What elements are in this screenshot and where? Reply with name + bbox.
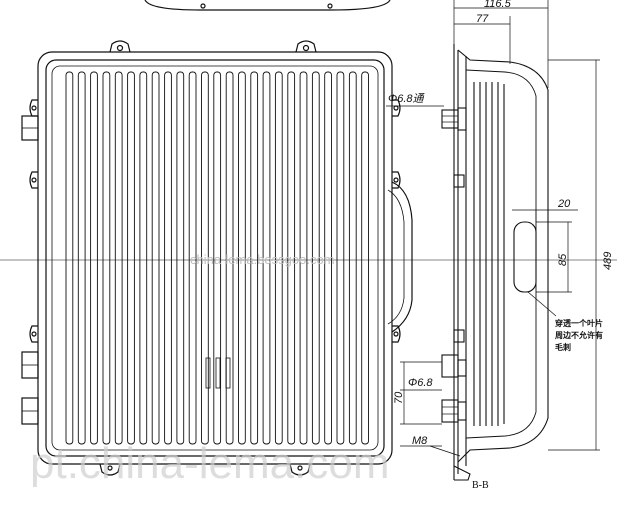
vent-slots <box>205 357 231 389</box>
dimension-lines <box>386 0 600 457</box>
dim-m8: M8 <box>412 435 428 447</box>
fin <box>114 71 123 445</box>
mounting-ear-left-mid <box>29 171 38 189</box>
fin <box>287 71 296 445</box>
handle-inner <box>387 189 405 325</box>
fin <box>164 71 172 445</box>
fin <box>324 71 332 445</box>
note-line-3: 毛刺 <box>555 342 571 352</box>
fin <box>139 71 148 445</box>
mounting-ear-left-lower <box>29 325 38 343</box>
fin <box>77 71 86 445</box>
housing-outer <box>37 51 393 465</box>
housing-inner <box>45 59 385 457</box>
connector-lower-1 <box>21 351 39 379</box>
fin <box>201 71 209 445</box>
fin <box>65 71 74 445</box>
fin <box>361 71 369 445</box>
fin <box>250 71 259 445</box>
fin <box>188 71 197 445</box>
slot-hole <box>513 221 537 293</box>
fin <box>348 71 357 445</box>
fin <box>311 71 320 445</box>
mounting-ear-top-left <box>109 40 131 53</box>
fin <box>151 71 160 445</box>
fin <box>299 71 308 445</box>
fin <box>274 71 283 445</box>
note-line-2: 周边不允许有 <box>555 330 603 340</box>
fin <box>102 71 111 445</box>
watermark-center: china-lema.bossgoo.com <box>190 252 335 267</box>
mounting-ear-right-lower <box>392 325 401 343</box>
process-note: 穿透一个叶片 周边不允许有 毛刺 <box>555 318 603 352</box>
bolt-bottom <box>441 399 467 423</box>
dim-70: 70 <box>393 391 405 404</box>
mounting-ear-bottom-center <box>289 463 311 476</box>
dim-489: 489 <box>602 252 614 270</box>
dim-hole-upper: Φ6.8通 <box>388 93 425 105</box>
fin-group <box>65 71 369 445</box>
fin <box>336 71 345 445</box>
handle-outer <box>391 181 413 333</box>
fin <box>213 71 222 445</box>
mounting-ear-right-mid <box>392 171 401 189</box>
fin <box>127 71 135 445</box>
mounting-ear-bottom-left <box>99 463 121 476</box>
side-section-view <box>441 44 549 481</box>
dim-hole-lower: Φ6.8 <box>408 377 433 389</box>
bolt-lower <box>441 354 467 378</box>
fin <box>225 71 234 445</box>
section-label: B-B <box>472 480 489 491</box>
top-bracket <box>144 0 391 11</box>
fin <box>238 71 246 445</box>
bolt-upper <box>441 107 467 131</box>
dim-20: 20 <box>557 198 571 210</box>
watermark-bottom: pt.china-lema.com <box>30 439 389 488</box>
fin <box>176 71 185 445</box>
fin <box>262 71 271 445</box>
connector-upper <box>21 115 39 141</box>
note-line-1: 穿透一个叶片 <box>555 318 603 328</box>
fin <box>90 71 98 445</box>
dim-85: 85 <box>557 253 569 266</box>
connector-lower-2 <box>21 397 39 425</box>
mounting-ear-left-upper <box>29 99 38 117</box>
front-view <box>21 0 413 476</box>
dim-116-5: 116.5 <box>484 0 512 10</box>
dim-77: 77 <box>476 13 489 25</box>
mounting-ear-top-center <box>295 40 317 53</box>
